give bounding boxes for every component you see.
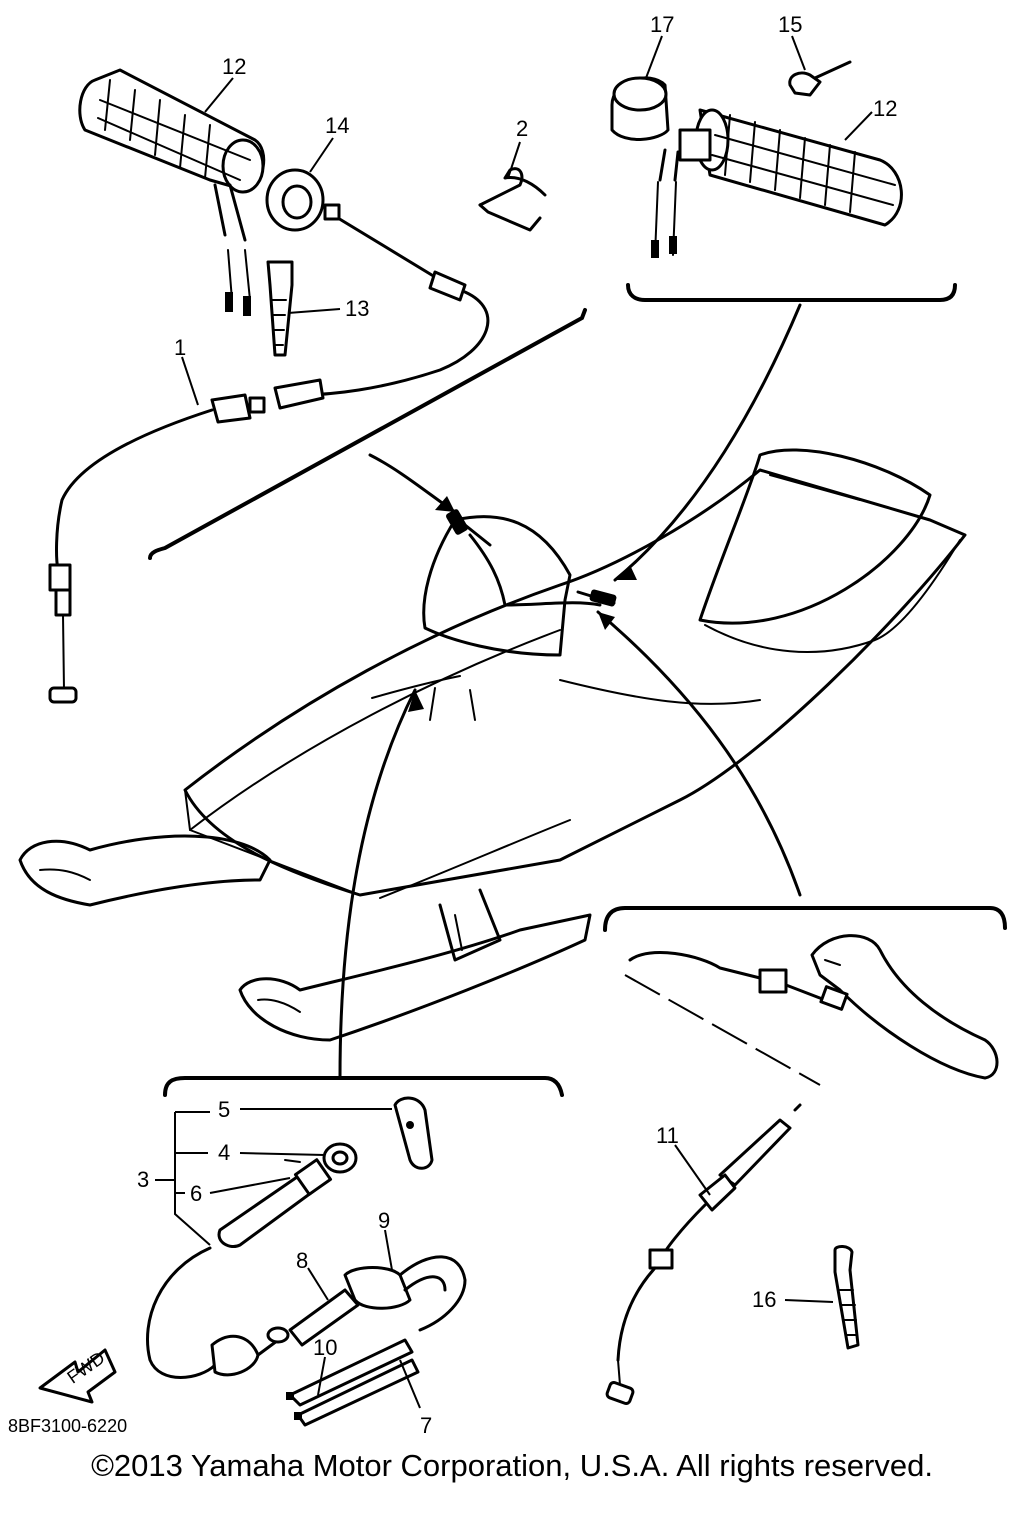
callout-11: 11 (656, 1123, 679, 1148)
callout-5: 5 (218, 1097, 230, 1122)
clip-2 (478, 167, 547, 232)
tie-16 (833, 1245, 860, 1350)
callout-15: 15 (778, 12, 802, 37)
part-code: 8BF3100-6220 (8, 1416, 127, 1436)
tie-13 (266, 260, 294, 357)
screw-15 (788, 60, 852, 97)
callout-10: 10 (313, 1335, 337, 1360)
nut-4 (322, 1142, 358, 1174)
callout-14: 14 (325, 113, 349, 138)
callout-4: 4 (218, 1140, 230, 1165)
cable-1 (48, 393, 266, 704)
plate-5 (393, 1096, 434, 1170)
snowmobile-illustration (18, 448, 967, 1042)
callout-8: 8 (296, 1248, 308, 1273)
ring-14 (265, 168, 325, 232)
callout-1: 1 (174, 335, 186, 360)
callout-6: 6 (190, 1181, 202, 1206)
callout-12-right: 12 (873, 96, 897, 121)
copyright-notice: ©2013 Yamaha Motor Corporation, U.S.A. A… (91, 1448, 933, 1483)
callout-12-left: 12 (222, 54, 246, 79)
cable-11 (605, 1103, 802, 1405)
callout-13: 13 (345, 296, 369, 321)
callout-7: 7 (420, 1413, 432, 1438)
callout-17: 17 (650, 12, 674, 37)
assembly-brackets (148, 283, 1007, 1097)
callout-9: 9 (378, 1208, 390, 1233)
fwd-arrow: FWD (38, 1348, 117, 1404)
brake-lever (810, 934, 999, 1080)
brake-cable-upper (624, 951, 849, 1086)
harness (146, 1246, 467, 1427)
callout-2: 2 (516, 116, 528, 141)
throttle-cable (273, 203, 490, 410)
switch-6 (217, 1158, 333, 1248)
grip-left (78, 68, 266, 316)
callout-leaders (155, 35, 873, 1409)
callout-3: 3 (137, 1167, 149, 1192)
callout-labels: 1 2 3 4 5 6 7 8 9 10 11 12 12 13 14 15 1… (137, 12, 897, 1438)
ring-17 (610, 76, 670, 141)
leader-arrows (338, 303, 802, 1080)
callout-16: 16 (752, 1287, 776, 1312)
grip-right (651, 108, 903, 258)
